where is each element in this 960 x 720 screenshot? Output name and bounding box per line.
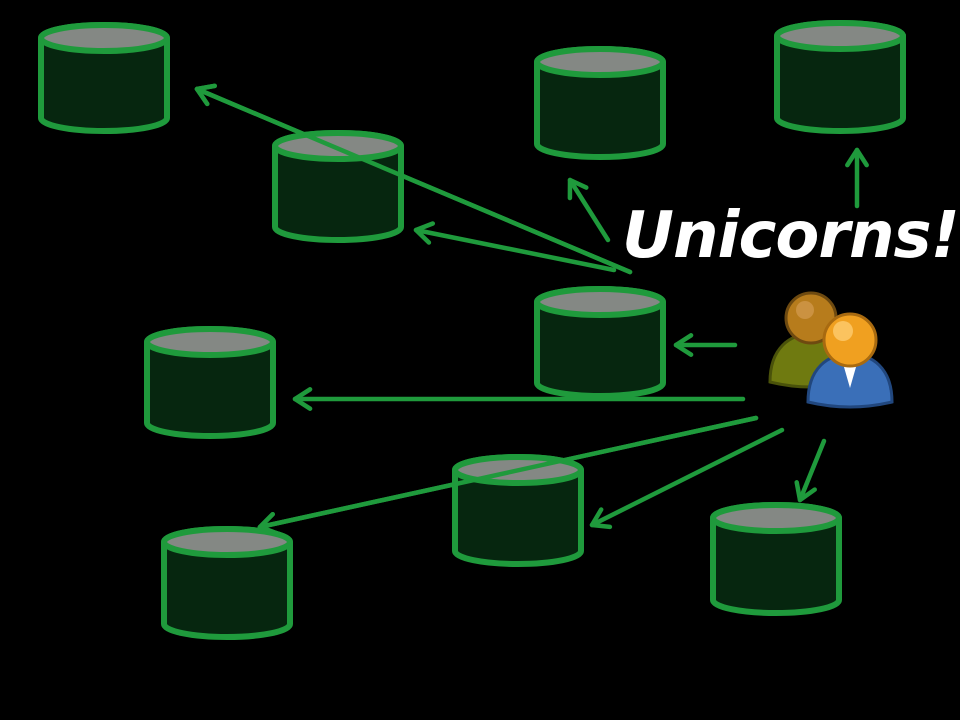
arrow xyxy=(673,333,738,357)
database-icon xyxy=(144,326,276,439)
database-icon xyxy=(161,526,293,640)
arrow xyxy=(194,83,633,275)
arrow xyxy=(292,387,746,411)
arrow xyxy=(413,221,617,273)
database-icon xyxy=(38,22,170,134)
databases-layer xyxy=(38,20,906,640)
arrow xyxy=(845,147,869,209)
arrow xyxy=(257,415,759,536)
arrow xyxy=(794,438,827,503)
users-icon xyxy=(768,291,894,409)
arrow xyxy=(589,427,785,530)
overlay-arrows-layer xyxy=(194,83,759,536)
database-icon xyxy=(452,454,584,567)
database-icon xyxy=(534,46,666,160)
database-icon xyxy=(534,286,666,399)
arrow xyxy=(567,177,611,243)
database-icon xyxy=(710,502,842,616)
database-icon xyxy=(774,20,906,134)
unicorns-headline: Unicorns! xyxy=(622,199,960,273)
